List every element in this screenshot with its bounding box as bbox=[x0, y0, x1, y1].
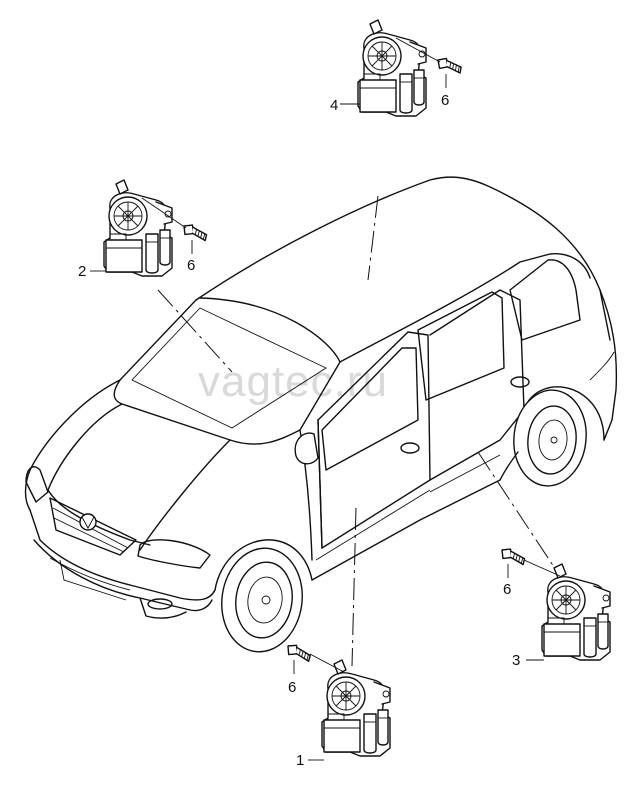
callout-label-6-right: 6 bbox=[503, 581, 511, 598]
car-illustration bbox=[24, 176, 618, 653]
screw-axis-bottom bbox=[309, 653, 345, 673]
watermark-text: vagtec.ru bbox=[198, 357, 388, 406]
leader-line-motor-3 bbox=[477, 451, 557, 571]
window-motor-1 bbox=[321, 659, 391, 757]
screw-6-top bbox=[435, 56, 463, 74]
screw-axis-right bbox=[523, 559, 561, 577]
callout-label-6-bottom: 6 bbox=[288, 679, 296, 696]
leader-lines bbox=[157, 195, 557, 667]
callout-label-6-top: 6 bbox=[441, 92, 449, 109]
callout-label-1: 1 bbox=[296, 752, 304, 769]
callout-label-6-left: 6 bbox=[187, 257, 195, 274]
window-motor-3 bbox=[541, 563, 611, 661]
window-motor-4 bbox=[357, 19, 427, 117]
leader-line-motor-1 bbox=[351, 507, 357, 667]
leader-line-motor-2 bbox=[157, 289, 233, 373]
screw-6-bottom bbox=[284, 642, 313, 662]
callout-label-3: 3 bbox=[512, 652, 520, 669]
screw-6-left bbox=[181, 222, 209, 242]
window-motor-2 bbox=[103, 179, 173, 277]
screw-6-right bbox=[499, 546, 527, 566]
leader-line-motor-4 bbox=[367, 195, 379, 281]
screw-axis-left bbox=[141, 197, 187, 229]
screw-axis-top bbox=[395, 37, 441, 63]
callout-label-2: 2 bbox=[78, 263, 86, 280]
callout-label-4: 4 bbox=[330, 97, 338, 114]
